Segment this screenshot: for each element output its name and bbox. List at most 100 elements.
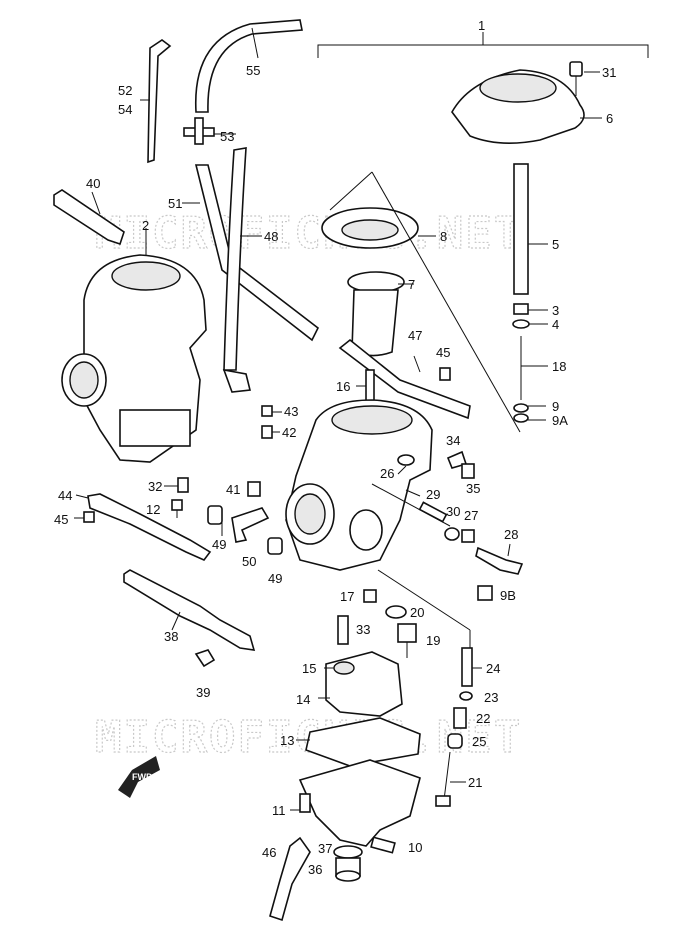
callout-16: 16 bbox=[336, 379, 350, 394]
callout-29: 29 bbox=[426, 487, 440, 502]
callout-9A: 9A bbox=[552, 413, 568, 428]
callout-35: 35 bbox=[466, 481, 480, 496]
spring-part bbox=[513, 163, 548, 295]
spring-35-part bbox=[461, 463, 475, 479]
hose-51-part bbox=[194, 164, 320, 342]
callout-54: 54 bbox=[118, 102, 132, 117]
callout-4: 4 bbox=[552, 317, 559, 332]
callout-9B: 9B bbox=[500, 588, 516, 603]
ring-23-part bbox=[459, 691, 473, 701]
hose-46-part bbox=[269, 836, 311, 922]
screw-43-part bbox=[261, 405, 282, 417]
spring-22-part bbox=[453, 707, 467, 729]
callout-26: 26 bbox=[380, 466, 394, 481]
screw-11-part bbox=[290, 793, 311, 813]
gasket-part bbox=[305, 717, 421, 767]
callout-24: 24 bbox=[486, 661, 500, 676]
callout-41: 41 bbox=[226, 482, 240, 497]
callout-19: 19 bbox=[426, 633, 440, 648]
clip-part bbox=[140, 39, 172, 164]
callout-46: 46 bbox=[262, 845, 276, 860]
callout-23: 23 bbox=[484, 690, 498, 705]
top-cover-part bbox=[451, 69, 602, 144]
screw-31-part bbox=[569, 61, 600, 96]
callout-11: 11 bbox=[272, 803, 286, 818]
callout-6: 6 bbox=[606, 111, 613, 126]
callout-3: 3 bbox=[552, 303, 559, 318]
callout-34: 34 bbox=[446, 433, 460, 448]
callout-32: 32 bbox=[148, 479, 162, 494]
callout-15: 15 bbox=[302, 661, 316, 676]
fwd-arrow-icon: FWD bbox=[118, 756, 160, 798]
callout-21: 21 bbox=[468, 775, 482, 790]
diaphragm-part bbox=[321, 207, 436, 249]
screw-10-part bbox=[370, 836, 396, 854]
callout-50: 50 bbox=[242, 554, 256, 569]
callout-22: 22 bbox=[476, 711, 490, 726]
callout-2: 2 bbox=[142, 218, 149, 233]
hose-55-part bbox=[194, 19, 303, 113]
callout-49a: 49 bbox=[212, 537, 226, 552]
callout-12: 12 bbox=[146, 502, 160, 517]
clip-39-part bbox=[194, 649, 216, 668]
float-bowl-part bbox=[298, 759, 421, 847]
callout-31: 31 bbox=[602, 65, 616, 80]
assembly-bracket bbox=[317, 32, 649, 58]
nut-9b-part bbox=[477, 585, 493, 601]
callout-51: 51 bbox=[168, 196, 182, 211]
callout-10: 10 bbox=[408, 840, 422, 855]
plug-36-part bbox=[333, 845, 363, 882]
callout-48: 48 bbox=[264, 229, 278, 244]
callout-30: 30 bbox=[446, 504, 460, 519]
watermark-top: MICROFICHES.NET bbox=[95, 208, 522, 259]
screw-45a-part bbox=[439, 367, 451, 381]
t-joint-part bbox=[183, 117, 236, 145]
washer-30-part bbox=[444, 527, 460, 541]
nut-27-part bbox=[461, 529, 475, 543]
carburetor-left-part bbox=[61, 228, 207, 463]
washer-20-part bbox=[385, 605, 407, 619]
bracket-40-part bbox=[53, 189, 125, 246]
screw-28-part bbox=[475, 543, 524, 575]
hose-clamp-part bbox=[222, 368, 251, 393]
bracket-44-part bbox=[87, 493, 212, 561]
callout-1: 1 bbox=[478, 18, 485, 33]
callout-38: 38 bbox=[164, 629, 178, 644]
carburetor-right-part bbox=[285, 399, 433, 571]
callout-27: 27 bbox=[464, 508, 478, 523]
callout-9: 9 bbox=[552, 399, 559, 414]
screw-29-part bbox=[371, 483, 451, 527]
jet-needle-part bbox=[520, 336, 548, 400]
jet-24-part bbox=[461, 647, 482, 687]
hose-48-part bbox=[223, 147, 247, 371]
float-part bbox=[318, 651, 403, 717]
callout-43: 43 bbox=[284, 404, 298, 419]
jet-17-part bbox=[363, 589, 377, 603]
callout-20: 20 bbox=[410, 605, 424, 620]
fitting-49b-part bbox=[267, 537, 283, 555]
callout-7: 7 bbox=[408, 277, 415, 292]
callout-14: 14 bbox=[296, 692, 310, 707]
washer-9-part bbox=[513, 403, 546, 413]
callout-36: 36 bbox=[308, 862, 322, 877]
washer-9a-part bbox=[513, 413, 546, 423]
callout-44: 44 bbox=[58, 488, 72, 503]
callout-28: 28 bbox=[504, 527, 518, 542]
piston-part bbox=[347, 271, 414, 357]
fitting-50-part bbox=[231, 507, 270, 543]
callout-25: 25 bbox=[472, 734, 486, 749]
cap-26-part bbox=[397, 454, 415, 475]
callout-40: 40 bbox=[86, 176, 100, 191]
plug-42-part bbox=[261, 425, 280, 439]
float-valve-19-part bbox=[397, 623, 417, 658]
callout-52: 52 bbox=[118, 83, 132, 98]
fitting-49a-part bbox=[207, 505, 223, 536]
spring-41-part bbox=[247, 481, 261, 497]
callout-45a: 45 bbox=[436, 345, 450, 360]
callout-42: 42 bbox=[282, 425, 296, 440]
fwd-label: FWD bbox=[132, 772, 153, 782]
cap-25-part bbox=[447, 733, 463, 749]
callout-13: 13 bbox=[280, 733, 294, 748]
